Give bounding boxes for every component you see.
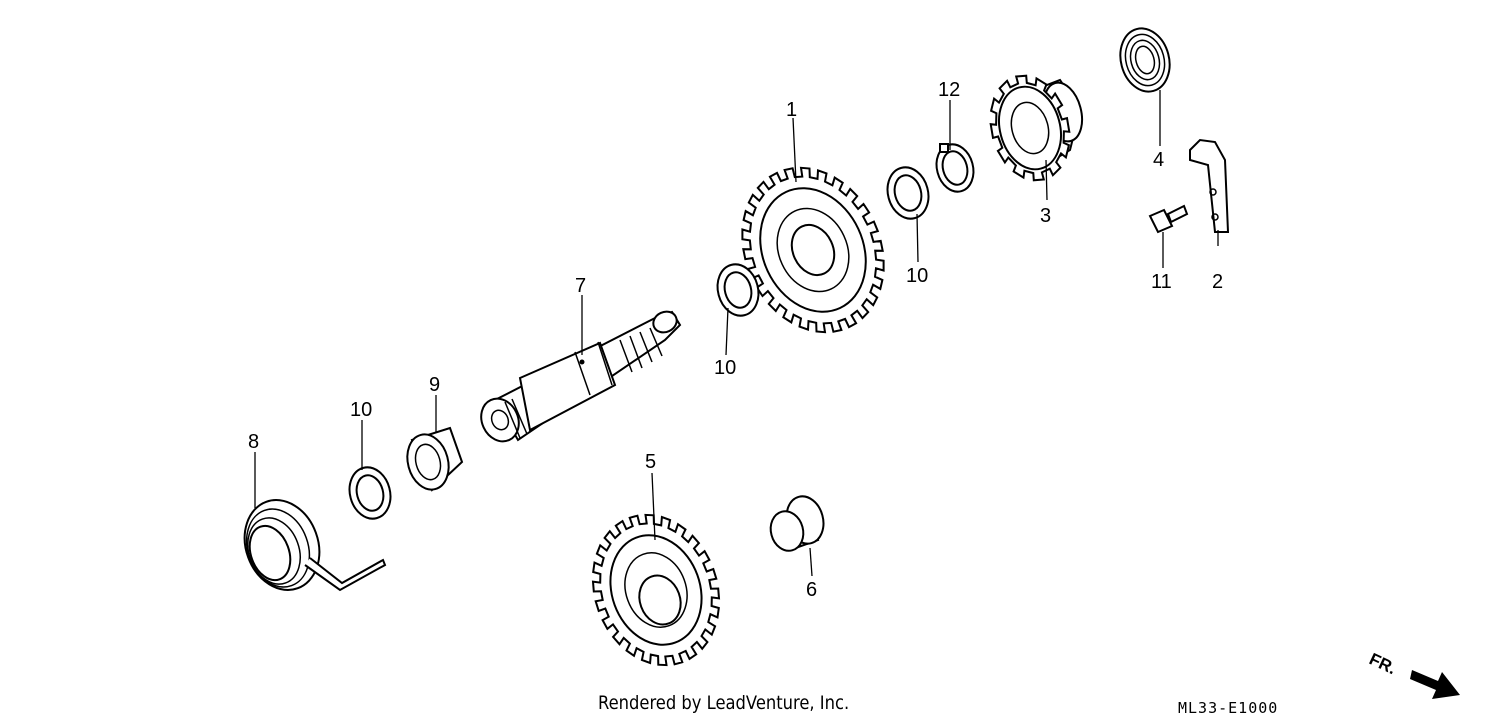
part-11-bolt[interactable] — [1148, 204, 1189, 234]
callout-9: 9 — [429, 374, 440, 396]
part-5-gear[interactable] — [591, 513, 721, 667]
part-7-shaft[interactable] — [474, 308, 682, 448]
callout-5: 5 — [645, 451, 656, 473]
part-1-gear[interactable] — [741, 166, 886, 334]
callout-10-left: 10 — [350, 399, 372, 421]
callout-1: 1 — [786, 99, 797, 121]
part-10-washer-left[interactable] — [344, 463, 396, 524]
part-4-spring[interactable] — [1114, 23, 1177, 97]
part-12-clip[interactable] — [931, 140, 978, 196]
footer-credit: Rendered by LeadVenture, Inc. — [598, 692, 850, 714]
part-10-washer-right[interactable] — [882, 163, 934, 224]
callout-4: 4 — [1153, 149, 1164, 171]
callout-6: 6 — [806, 579, 817, 601]
callout-11: 11 — [1151, 271, 1172, 293]
part-9-collar[interactable] — [401, 426, 464, 494]
leader-lines — [254, 90, 1219, 577]
direction-label: FR. — [1366, 649, 1399, 678]
callout-7: 7 — [575, 275, 586, 297]
callout-2: 2 — [1212, 271, 1223, 293]
callout-8: 8 — [248, 431, 259, 453]
callout-3: 3 — [1040, 205, 1051, 227]
callout-10-right: 10 — [906, 265, 928, 287]
arrow-icon — [1410, 670, 1460, 699]
part-6-bushing[interactable] — [766, 492, 828, 554]
part-2-plate[interactable] — [1189, 138, 1230, 233]
part-8-spring[interactable] — [232, 489, 387, 600]
part-10-washer-middle[interactable] — [712, 260, 764, 321]
callout-10-middle: 10 — [714, 357, 736, 379]
callout-labels: 1 2 3 4 5 6 7 8 9 10 10 10 11 12 — [248, 79, 1223, 601]
part-3-ratchet[interactable] — [989, 74, 1088, 182]
diagram-code: ML33-E1000 — [1178, 699, 1279, 717]
callout-12: 12 — [938, 79, 960, 101]
front-direction-arrow: FR. — [1366, 649, 1460, 699]
